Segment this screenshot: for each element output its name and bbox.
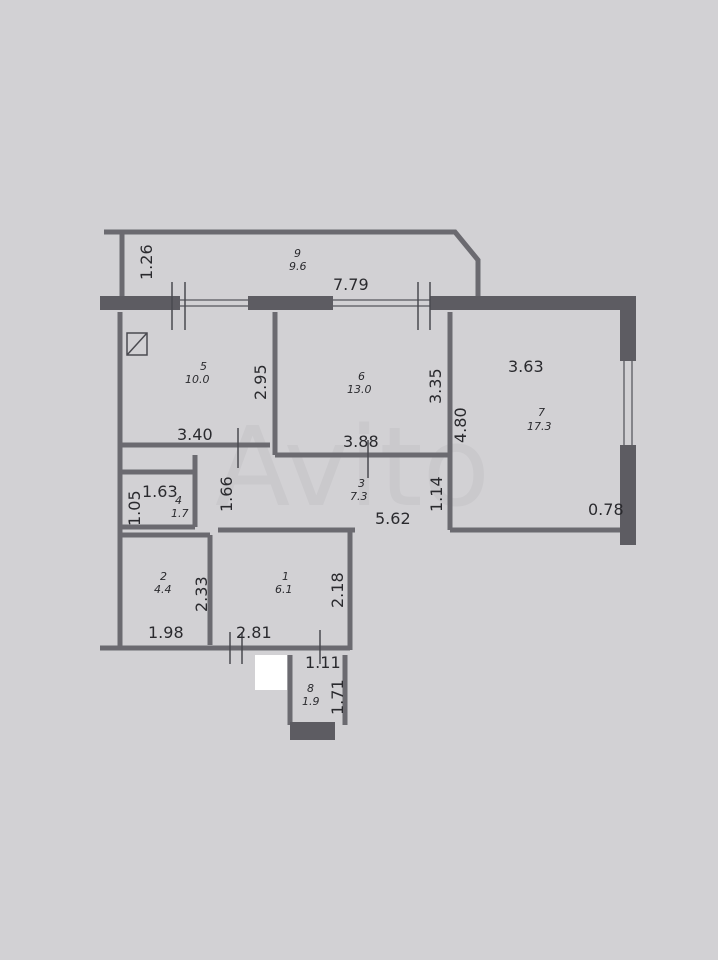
room-5-number: 5 (200, 360, 207, 373)
dim-room6-width: 3.88 (343, 432, 379, 451)
room-9-number: 9 (294, 247, 301, 260)
dim-corridor-height: 1.66 (217, 476, 236, 512)
room-5-area: 10.0 (185, 373, 210, 386)
room-1-area: 6.1 (275, 583, 293, 596)
room-2-area: 4.4 (154, 583, 172, 596)
thin-walls (100, 229, 625, 725)
room-4-area: 1.7 (171, 507, 189, 520)
door-marks (171, 282, 431, 664)
dim-room7-width: 3.63 (508, 357, 544, 376)
room-6-area: 13.0 (347, 383, 372, 396)
room-7-area: 17.3 (527, 420, 552, 433)
dim-room7-height: 4.80 (451, 407, 470, 443)
dim-room2-height: 2.33 (192, 576, 211, 612)
dim-room6-height: 3.35 (426, 368, 445, 404)
dim-balcony-length: 7.79 (333, 275, 369, 294)
room-3-number: 3 (358, 477, 365, 490)
dim-balcony-height: 1.26 (137, 244, 156, 280)
dim-hall-length: 5.62 (375, 509, 411, 528)
room-4-number: 4 (175, 494, 182, 507)
dim-room7-window: 0.78 (588, 500, 624, 519)
redaction-patch (255, 655, 287, 690)
dim-room5-height: 2.95 (251, 364, 270, 400)
dim-room8-width: 1.11 (305, 653, 341, 672)
vent-icon (126, 332, 148, 356)
dim-room5-width: 3.40 (177, 425, 213, 444)
room-3-area: 7.3 (350, 490, 368, 503)
room-9-area: 9.6 (289, 260, 307, 273)
dim-room4-width: 1.63 (142, 482, 178, 501)
room-7-number: 7 (538, 406, 545, 419)
watermark: Avito (215, 403, 490, 531)
dim-room4-height: 1.05 (125, 490, 144, 526)
dim-hall-height: 1.14 (427, 476, 446, 512)
room-1-number: 1 (282, 570, 289, 583)
room-8-area: 1.9 (302, 695, 320, 708)
dim-room8-height: 1.71 (328, 679, 347, 715)
thick-walls (100, 296, 636, 740)
windows (180, 299, 633, 445)
dim-room2-width: 1.98 (148, 623, 184, 642)
room-2-number: 2 (160, 570, 167, 583)
vent-icon-line (126, 332, 148, 356)
room-labels: 9 9.6 5 10.0 6 13.0 7 17.3 3 7.3 4 1.7 2… (154, 247, 552, 708)
dim-room1-height: 2.18 (328, 572, 347, 608)
room-8-number: 8 (307, 682, 314, 695)
dim-room1-width: 2.81 (236, 623, 272, 642)
room-6-number: 6 (358, 370, 365, 383)
dimension-labels: 1.26 7.79 2.95 3.40 3.35 3.88 3.63 4.80 … (125, 244, 624, 715)
